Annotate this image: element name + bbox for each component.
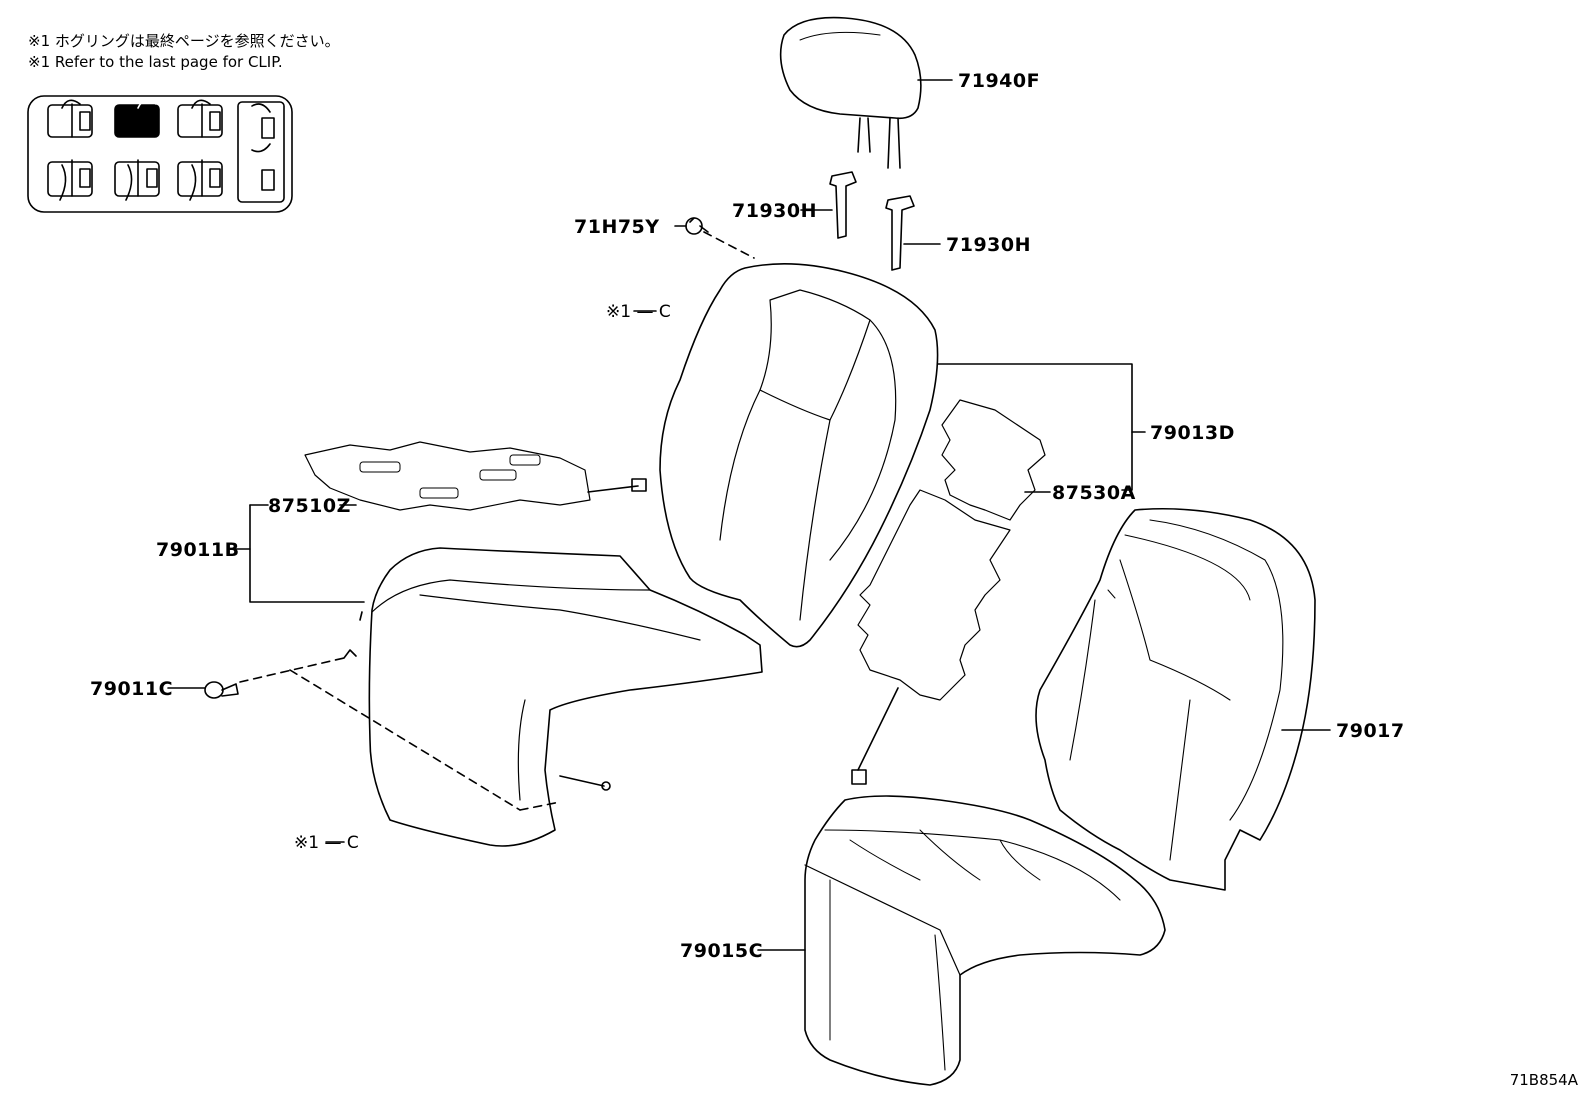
hook-upper: [343, 649, 357, 659]
note-japanese: ※1 ホグリングは最終ページを参照ください。: [28, 32, 340, 50]
clip-legend: [27, 95, 293, 213]
clip-icon-4: [47, 159, 93, 201]
diagram-id: 71B854A: [1509, 1071, 1578, 1089]
note-english: ※1 Refer to the last page for CLIP.: [28, 53, 283, 71]
seat-cushion-heater: [304, 441, 647, 511]
seat-cushion-cover: [804, 795, 1166, 1086]
label-79011b: 79011B: [156, 539, 240, 561]
label-87530a: 87530A: [1052, 482, 1136, 504]
label-71930h-right: 71930H: [946, 234, 1031, 256]
bracket-79011b: [249, 504, 365, 603]
clip-79011c: [204, 681, 239, 699]
label-87510z: 87510Z: [268, 495, 351, 517]
clip-icon-3: [177, 99, 223, 138]
label-71930h-left: 71930H: [732, 200, 817, 222]
dashed-79011c-a: [239, 657, 345, 683]
label-79013d: 79013D: [1150, 422, 1235, 444]
clip-icon-selected: [114, 99, 160, 138]
dashed-79011c-c: [519, 801, 561, 811]
label-79015c: 79015C: [680, 940, 763, 962]
seatback-cover: [1035, 507, 1316, 891]
hook-lower: [559, 775, 605, 787]
clip-icon-1: [47, 99, 93, 138]
headrest: [779, 16, 922, 169]
dashed-71h75y: [703, 231, 755, 259]
seat-cushion-left: [359, 547, 763, 847]
dashed-79011c-b: [289, 669, 521, 811]
seatback-heater: [851, 399, 1046, 785]
label-79011c: 79011C: [90, 678, 173, 700]
clip-icon-5: [114, 159, 160, 201]
headrest-support-right: [885, 195, 915, 271]
bracket-79013d: [937, 363, 1133, 491]
label-71940f: 71940F: [958, 70, 1040, 92]
ref-lower: ※1 — C: [294, 833, 359, 853]
headrest-support-left: [829, 171, 857, 239]
label-79017: 79017: [1336, 720, 1405, 742]
clip-icon-6: [177, 159, 223, 201]
ref-upper: ※1 — C: [606, 302, 671, 322]
clip-icon-7: [237, 101, 285, 203]
label-71h75y: 71H75Y: [574, 216, 660, 238]
seatback: [659, 263, 939, 648]
hook-lower-end: [601, 781, 611, 791]
